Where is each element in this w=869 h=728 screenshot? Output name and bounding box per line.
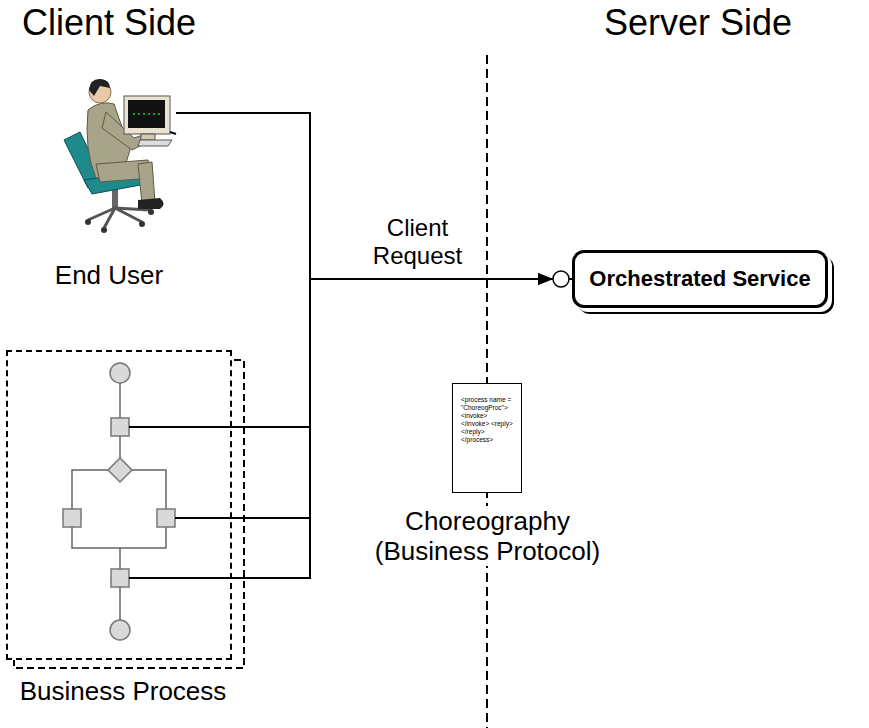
flow-lines — [72, 383, 166, 620]
stack-face — [6, 350, 232, 660]
wheel — [148, 209, 154, 215]
flow-line — [72, 383, 166, 620]
wire — [129, 426, 310, 428]
side-heading: Server Side — [604, 2, 792, 44]
start-event — [110, 363, 130, 383]
gateway-diamond — [108, 458, 132, 482]
document-box: <process name = "ChoreogProc"> <invoke> … — [452, 383, 522, 493]
group-label: Business Process — [0, 676, 248, 706]
keyboard — [138, 140, 172, 146]
code-text: <process name = "ChoreogProc"> <invoke> … — [453, 384, 521, 444]
chair-post — [112, 188, 118, 208]
wire — [129, 577, 232, 579]
end-event — [110, 620, 130, 640]
shin — [138, 162, 155, 204]
document-label: Choreography (Business Protocol) — [345, 506, 630, 566]
shoe — [138, 198, 164, 209]
chair-base — [88, 208, 150, 228]
service-label: Orchestrated Service — [589, 266, 810, 292]
screen — [128, 100, 165, 128]
flow-shapes — [63, 363, 175, 640]
wheel — [85, 219, 91, 225]
ports — [553, 271, 572, 287]
screen-dots — [133, 113, 160, 115]
monitor — [124, 96, 170, 134]
wires — [129, 427, 310, 578]
hair — [89, 79, 110, 96]
wheel — [101, 227, 107, 233]
side-heading: Client Side — [22, 2, 196, 44]
actor-box: End User — [42, 55, 176, 290]
chair-legs — [88, 208, 150, 228]
task-square — [111, 418, 129, 436]
task-square — [63, 509, 81, 527]
connector-label: Client Request — [360, 214, 475, 270]
task-square — [111, 569, 129, 587]
monitor-stand — [141, 134, 155, 140]
connector — [176, 113, 553, 279]
chair-wheels — [85, 209, 154, 233]
task-square — [157, 509, 175, 527]
cable — [170, 132, 176, 134]
person-at-computer — [64, 79, 176, 233]
service-box: Orchestrated Service — [572, 250, 828, 308]
process-group: Business Process — [6, 350, 232, 660]
wheel — [139, 221, 145, 227]
actor-label: End User — [22, 260, 196, 290]
interface-port — [553, 271, 569, 287]
wire — [175, 517, 310, 519]
